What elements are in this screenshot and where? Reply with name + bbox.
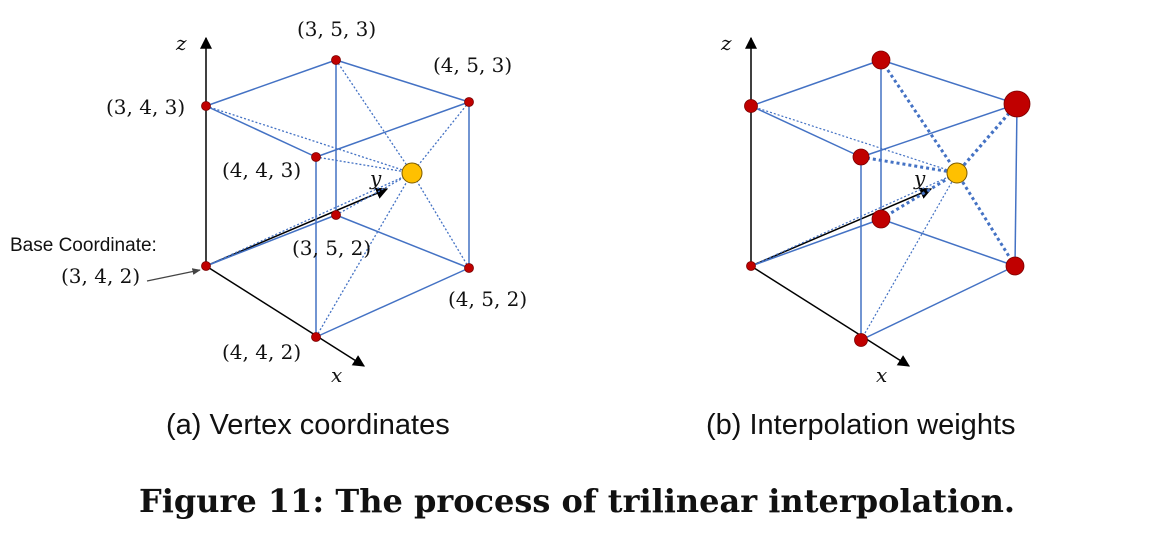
vertex-b-top-right — [1003, 90, 1031, 118]
y-axis-arrow — [205, 187, 389, 267]
vertex-b-base — [746, 261, 756, 271]
cube-vertices-b — [744, 50, 1031, 347]
z-axis-label-b: z — [720, 31, 732, 55]
vertex-3-4-3 — [201, 101, 211, 111]
x-axis — [205, 265, 366, 367]
vertex-label-4-4-2: (4, 4, 2) — [222, 340, 301, 364]
x-axis-b — [750, 265, 911, 367]
panel-b-caption: (b) Interpolation weights — [706, 409, 1016, 441]
vertex-b-top-front — [852, 148, 870, 166]
vertex-4-4-2 — [311, 332, 321, 342]
vertex-label-4-5-3: (4, 5, 3) — [433, 53, 512, 77]
sample-point-b — [946, 162, 968, 184]
base-coordinate-value: (3, 4, 2) — [61, 264, 140, 288]
panel-b: z x y (b) Interpolation weights — [706, 31, 1031, 441]
vertex-3-5-3 — [331, 55, 341, 65]
vertex-label-4-4-3: (4, 4, 3) — [222, 158, 301, 182]
vertex-b-top-left — [744, 99, 758, 113]
vertex-label-4-5-2: (4, 5, 2) — [448, 287, 527, 311]
y-axis-label: y — [369, 166, 382, 190]
base-coordinate-arrow — [146, 268, 201, 282]
figure-caption: Figure 11: The process of trilinear inte… — [139, 482, 1015, 520]
cube-edges — [205, 59, 470, 338]
vertex-label-3-4-3: (3, 4, 3) — [106, 95, 185, 119]
cube-edges-b — [750, 59, 1018, 341]
vertex-b-top-back — [871, 50, 891, 70]
y-axis-arrow-b — [750, 187, 933, 267]
x-axis-label-b: x — [876, 363, 887, 387]
vertex-label-3-5-2: (3, 5, 2) — [292, 236, 371, 260]
sample-point — [401, 162, 423, 184]
vertex-4-5-3 — [464, 97, 474, 107]
vertex-3-4-2 — [201, 261, 211, 271]
x-axis-label: x — [331, 363, 342, 387]
cube-vertices — [201, 55, 474, 342]
panel-a: z x y (3, 5, 3) (4, 5, 3) (3, 4, 3) (4, … — [10, 17, 527, 441]
panel-a-caption: (a) Vertex coordinates — [166, 409, 450, 441]
vertex-b-bottom-front — [854, 333, 868, 347]
vertex-b-bottom-back — [871, 209, 891, 229]
vertex-4-5-2 — [464, 263, 474, 273]
sample-connections-b — [750, 59, 1019, 341]
vertex-b-bottom-right — [1005, 256, 1025, 276]
vertex-4-4-3 — [311, 152, 321, 162]
vertex-3-5-2 — [331, 210, 341, 220]
z-axis-label: z — [175, 31, 187, 55]
y-axis-label-b: y — [913, 166, 926, 190]
base-coordinate-label: Base Coordinate: — [10, 235, 157, 256]
sample-connections — [205, 59, 470, 338]
vertex-label-3-5-3: (3, 5, 3) — [297, 17, 376, 41]
